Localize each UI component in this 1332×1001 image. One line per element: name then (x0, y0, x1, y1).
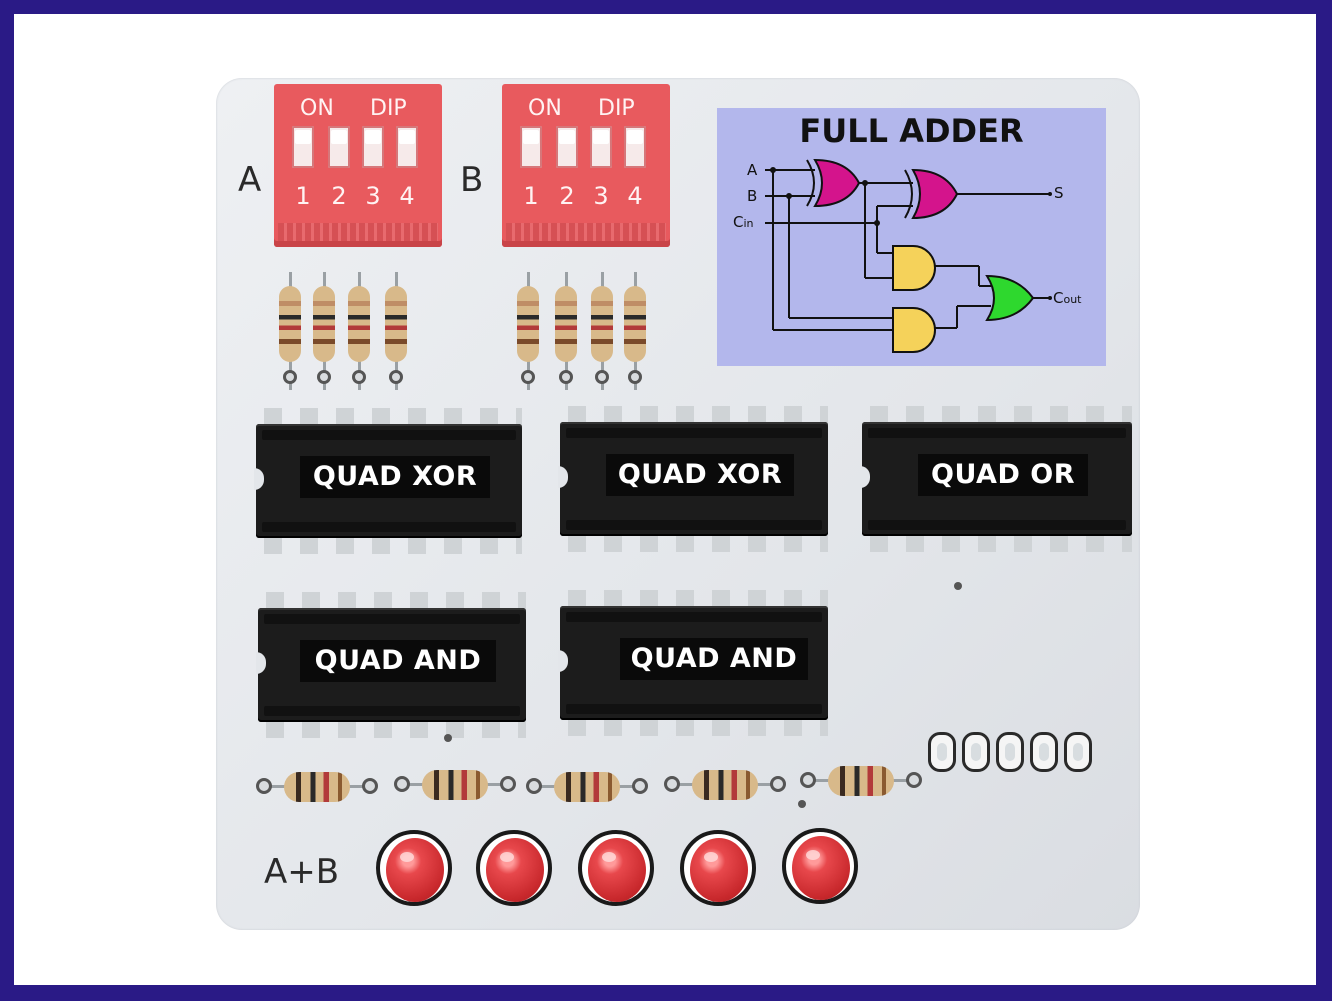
small-led (996, 732, 1024, 772)
dip-slot-4[interactable] (396, 126, 418, 168)
dip-number-1: 1 (295, 182, 311, 210)
dip-grill (506, 223, 666, 241)
pull-resistor (624, 272, 646, 390)
board-via (444, 734, 452, 742)
dip-number-4: 4 (399, 182, 415, 210)
pull-resistor (517, 272, 539, 390)
dip-a-side-label: A (238, 160, 262, 200)
pull-resistor (385, 272, 407, 390)
led-resistor (664, 768, 786, 802)
board-via (954, 582, 962, 590)
dip-slot-3[interactable] (362, 126, 384, 168)
board-via (798, 800, 806, 808)
full-adder-schematic (765, 158, 1052, 353)
pull-resistor (555, 272, 577, 390)
pull-resistor (313, 272, 335, 390)
dip-number-3: 3 (593, 182, 609, 210)
input-a-label: A (747, 161, 758, 179)
dip-number-4: 4 (627, 182, 643, 210)
input-cin-subscript: in (743, 217, 754, 230)
small-led (1064, 732, 1092, 772)
ic-label: QUAD XOR (606, 454, 794, 496)
dip-slot-2[interactable] (328, 126, 350, 168)
led-resistor (800, 764, 922, 798)
dip-slot-3[interactable] (590, 126, 612, 168)
ic-label: QUAD OR (918, 454, 1088, 496)
dip-slot-1[interactable] (292, 126, 314, 168)
dip-number-1: 1 (523, 182, 539, 210)
input-b-label: B (747, 187, 758, 205)
input-cin-label: Cin (733, 213, 754, 231)
dip-switch-a[interactable]: ON DIP 1 2 3 4 (274, 84, 442, 247)
output-cout-letter: C (1053, 289, 1064, 307)
dip-on-label: ON (528, 96, 562, 121)
dip-on-label: ON (300, 96, 334, 121)
dip-switch-b[interactable]: ON DIP 1 2 3 4 (502, 84, 670, 247)
dip-label: DIP (598, 96, 635, 121)
output-cout-subscript: out (1063, 293, 1082, 306)
dip-number-3: 3 (365, 182, 381, 210)
output-led-1 (376, 830, 452, 906)
small-led (1030, 732, 1058, 772)
led-resistor (526, 770, 648, 804)
ic-quad-or: QUAD OR (860, 406, 1132, 552)
dip-number-2: 2 (559, 182, 575, 210)
ic-label: QUAD AND (620, 638, 808, 680)
pull-resistor (591, 272, 613, 390)
full-adder-diagram: FULL ADDER (717, 108, 1106, 366)
pull-resistor (279, 272, 301, 390)
pull-resistor (348, 272, 370, 390)
output-label: A+B (264, 852, 340, 892)
dip-grill (278, 223, 438, 241)
ic-quad-xor-2: QUAD XOR (558, 406, 828, 552)
led-resistor (394, 768, 516, 802)
output-led-5 (782, 828, 858, 904)
led-resistor (256, 770, 378, 804)
small-led (928, 732, 956, 772)
output-led-4 (680, 830, 756, 906)
input-cin-letter: C (733, 213, 744, 231)
dip-slot-1[interactable] (520, 126, 542, 168)
ic-label: QUAD AND (300, 640, 496, 682)
output-led-2 (476, 830, 552, 906)
ic-quad-and-1: QUAD AND (256, 592, 526, 738)
output-led-3 (578, 830, 654, 906)
small-led (962, 732, 990, 772)
ic-label: QUAD XOR (300, 456, 490, 498)
dip-number-2: 2 (331, 182, 347, 210)
diagram-title: FULL ADDER (799, 112, 1024, 150)
ic-quad-and-2: QUAD AND (558, 590, 828, 736)
dip-b-side-label: B (460, 160, 484, 200)
output-cout-label: Cout (1053, 289, 1082, 307)
dip-slot-2[interactable] (556, 126, 578, 168)
dip-slot-4[interactable] (624, 126, 646, 168)
ic-quad-xor-1: QUAD XOR (254, 408, 522, 554)
output-s-label: S (1054, 184, 1064, 202)
dip-label: DIP (370, 96, 407, 121)
